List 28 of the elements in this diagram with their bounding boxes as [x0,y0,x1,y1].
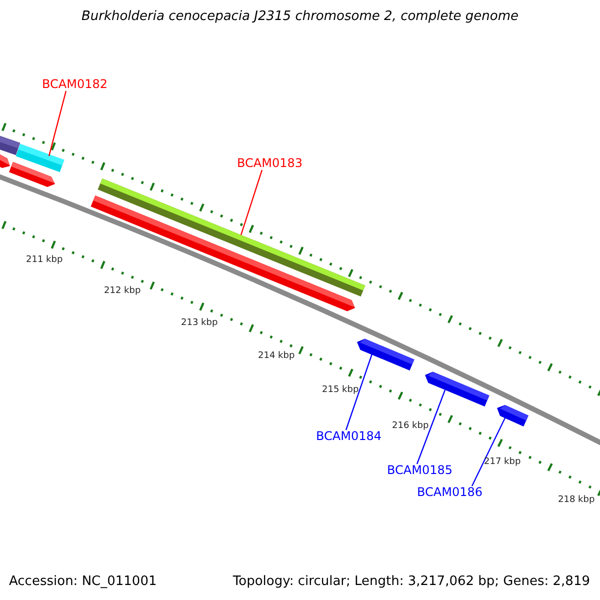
footer-text: Accession: NC_011001 [9,575,157,590]
title: Burkholderia cenocepacia J2315 chromosome 2, complete genome [80,10,520,24]
scale-label: 211 kbp [26,256,63,266]
scale-label: 215 kbp [322,386,359,396]
gene-block [497,404,528,426]
scale-label: 218 kbp [558,496,595,506]
gene-block [0,134,20,156]
leader-line [48,90,67,156]
footer-text: Topology: circular; Length: 3,217,062 bp; Genes: 2,819 [232,575,590,590]
leader-line [240,170,263,236]
gene-label: BCAM0182 [42,78,108,92]
scale-label: 217 kbp [484,458,521,468]
scale-label: 212 kbp [104,287,141,297]
scale-label: 214 kbp [258,352,295,362]
gene-label: BCAM0185 [387,464,453,478]
leader-line [471,418,506,486]
scale-label: 213 kbp [181,319,218,329]
leader-line [345,354,373,430]
leader-line [416,390,446,464]
gene-label: BCAM0183 [237,157,303,170]
gene-label: BCAM0184 [316,430,382,444]
gene-label: BCAM0186 [417,486,483,500]
scale-label: 216 kbp [392,422,429,432]
gene-block [9,162,55,187]
gene-block [0,153,10,168]
gene-block [357,338,414,371]
gene-block [425,372,490,407]
gene-block [90,195,355,312]
